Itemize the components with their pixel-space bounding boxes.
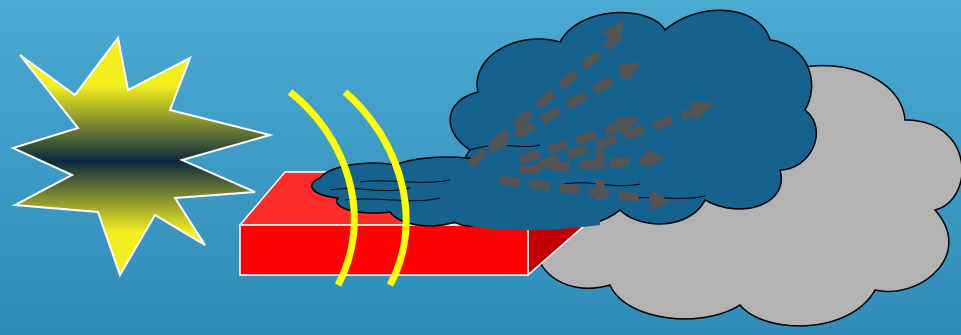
network-illustration	[0, 0, 961, 335]
